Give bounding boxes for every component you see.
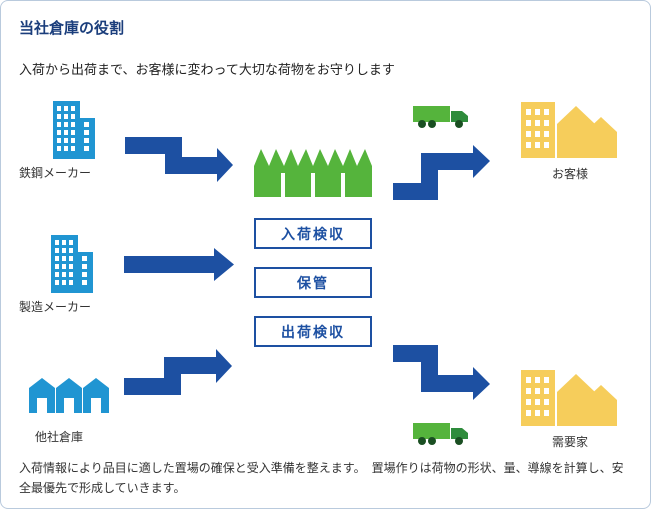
process-step-label: 出荷検収 [281, 323, 345, 340]
warehouse-icon [29, 378, 109, 413]
footer-note: 入荷情報により品目に適した置場の確保と受入準備を整えます。 置場作りは荷物の形状… [19, 461, 624, 495]
destination-label-customer: お客様 [551, 167, 588, 181]
source-label-other-warehouse: 他社倉庫 [35, 430, 84, 444]
source-label-manufacturer: 製造メーカー [19, 300, 92, 314]
flow-arrow-manufacturer-to-warehouse [124, 248, 236, 282]
destination-label-consumer: 需要家 [551, 435, 588, 449]
factory-icon [254, 149, 372, 197]
truck-icon [413, 103, 471, 131]
town-buildings-icon [521, 100, 619, 158]
town-buildings-icon [521, 368, 619, 426]
process-step-label: 入荷検収 [281, 225, 345, 242]
flow-arrow-warehouse-to-customer [393, 141, 493, 201]
process-step-label: 保管 [297, 274, 329, 291]
process-step-outbound-inspection: 出荷検収 [254, 316, 372, 347]
flow-arrow-other-warehouse-to-warehouse [124, 339, 236, 395]
process-step-inbound-inspection: 入荷検収 [254, 218, 372, 249]
process-step-storage: 保管 [254, 267, 372, 298]
source-label-steel-maker: 鉄鋼メーカー [19, 166, 92, 180]
flow-arrow-warehouse-to-consumer [393, 345, 493, 403]
office-building-icon [51, 235, 93, 293]
truck-icon [413, 420, 471, 448]
page-title: 当社倉庫の役割 [19, 20, 125, 37]
flow-arrow-steel-to-warehouse [125, 137, 237, 192]
page-subtitle: 入荷から出荷まで、お客様に変わって大切な荷物をお守りします [19, 62, 395, 77]
office-building-icon [53, 101, 95, 159]
